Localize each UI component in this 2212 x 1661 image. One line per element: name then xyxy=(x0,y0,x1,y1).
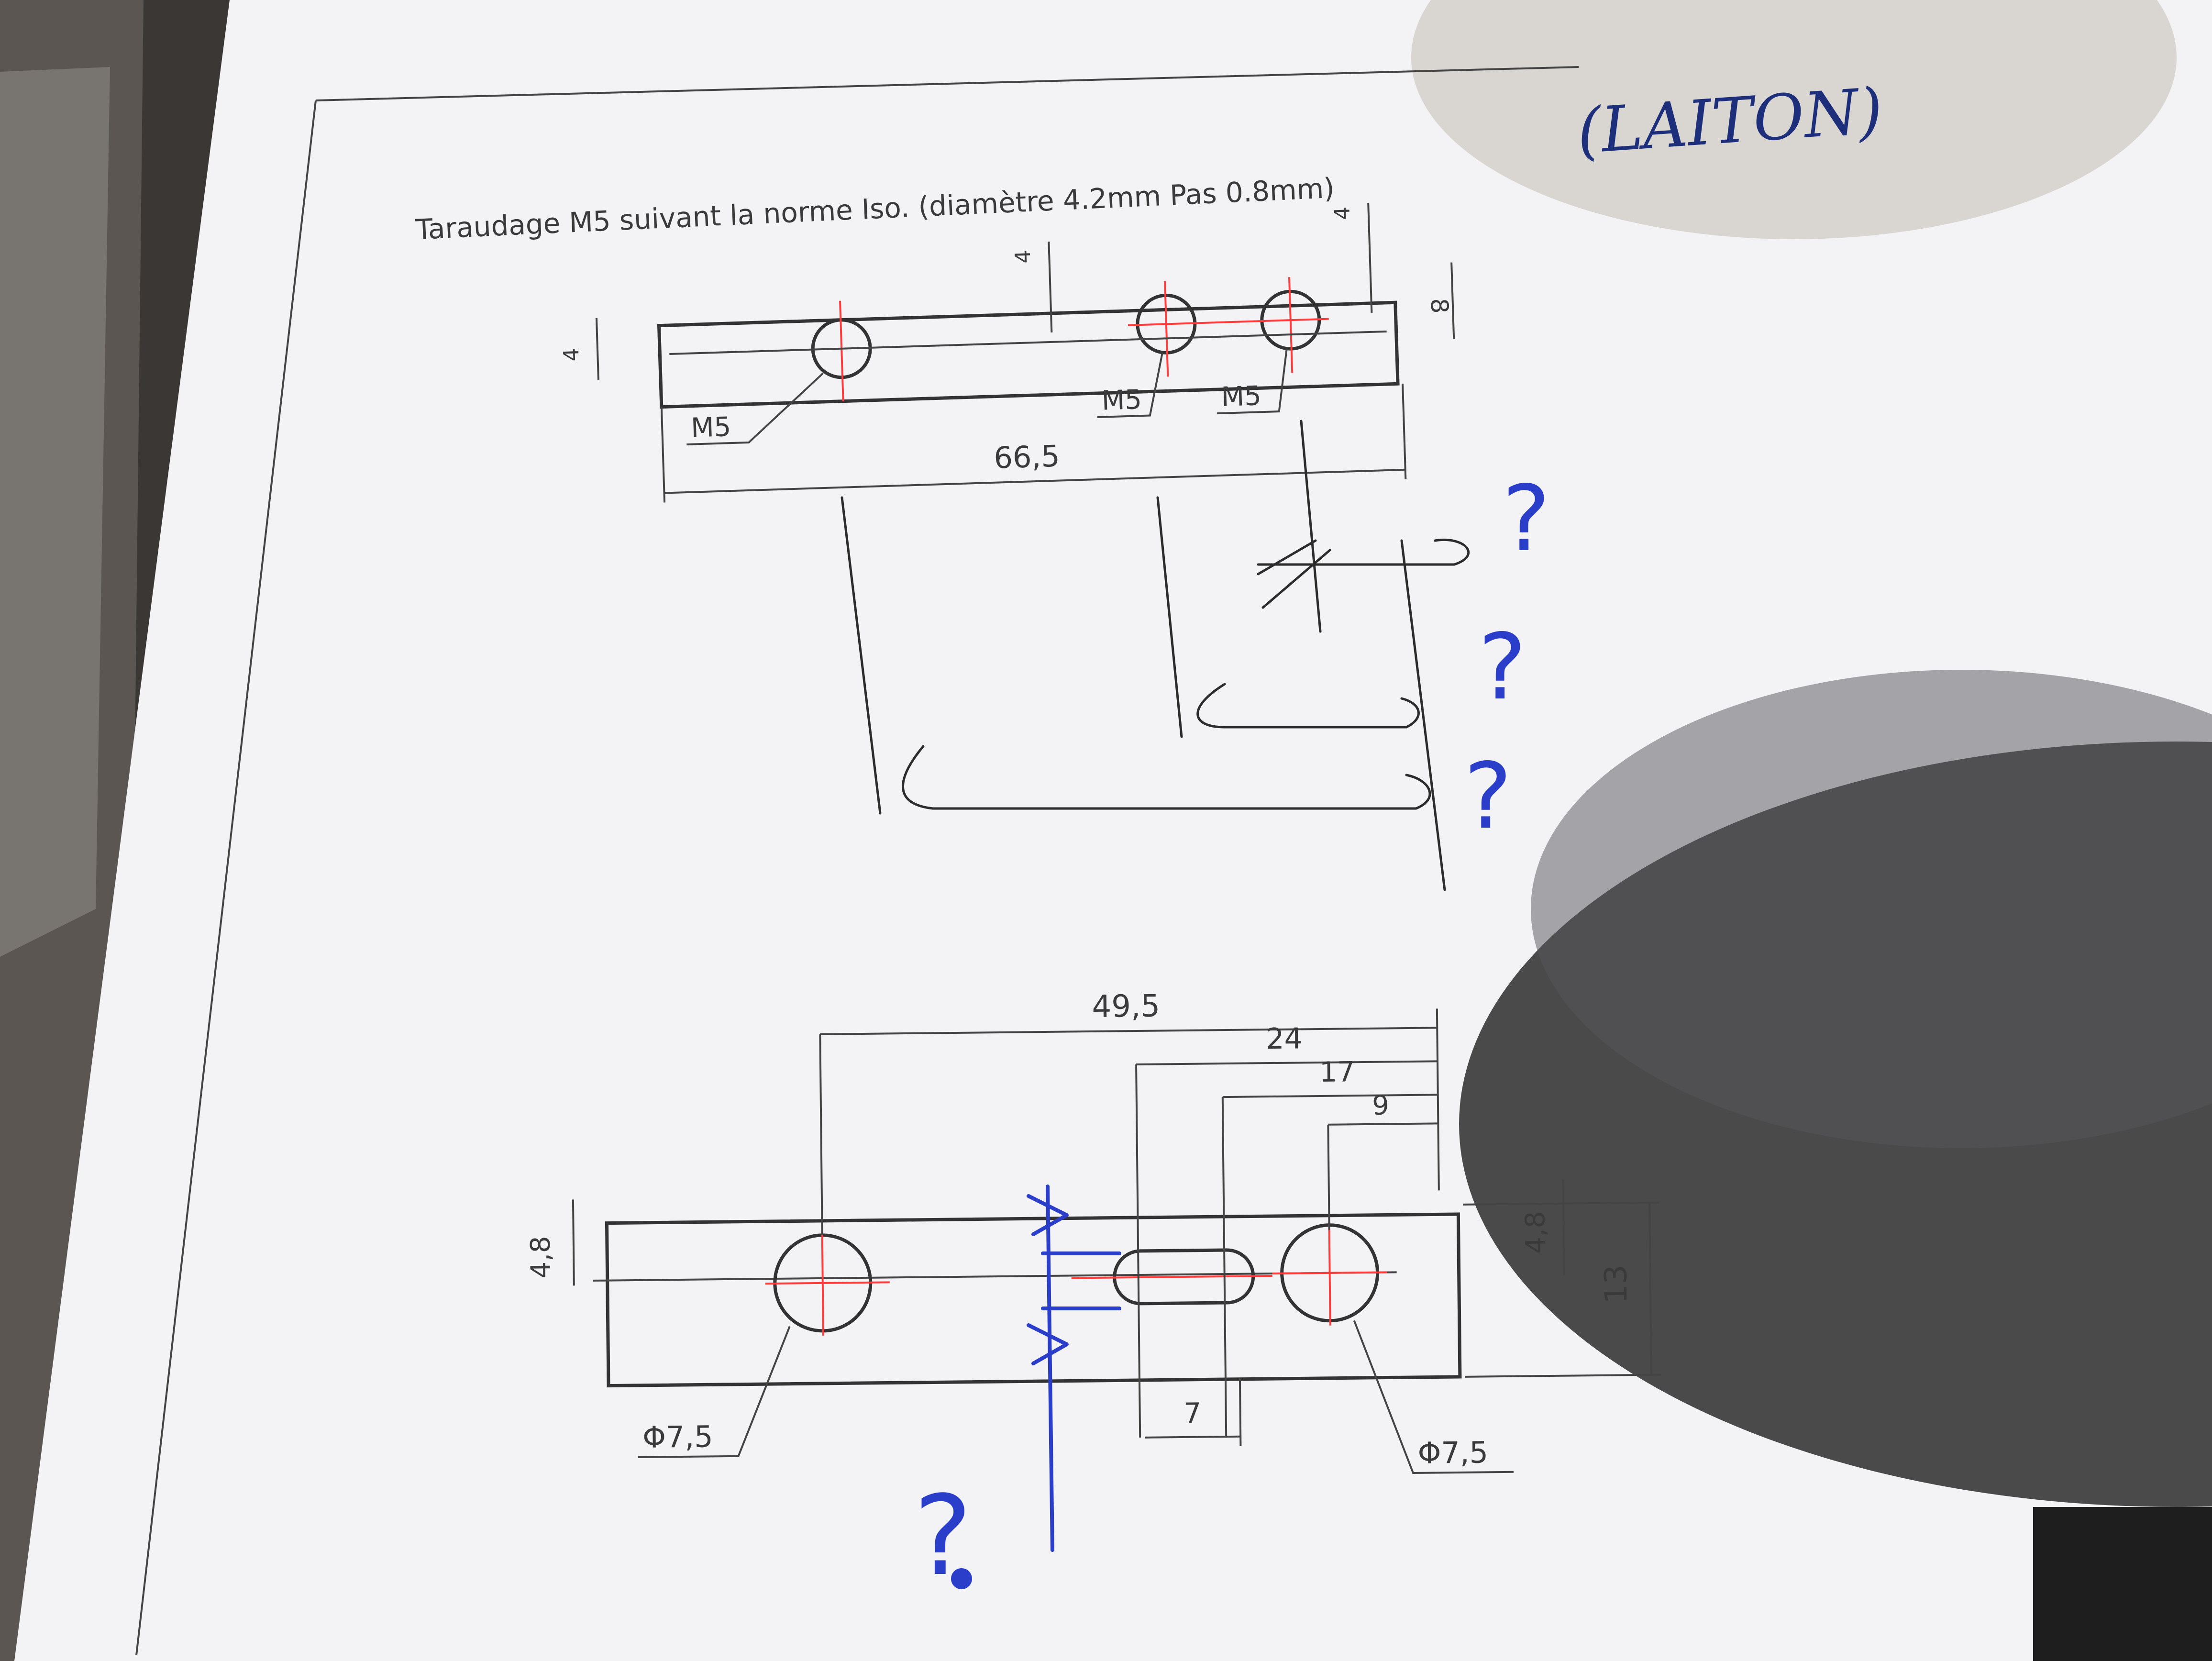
bottom-view-outline xyxy=(605,1212,1462,1388)
top-view: 66,5 8 4 4 4 M5 M5 M5 xyxy=(559,202,1455,503)
dim-line-9 xyxy=(1328,1122,1438,1126)
dim-line-8 xyxy=(1450,262,1455,339)
dim-ext-right-edge xyxy=(1436,1008,1440,1191)
sketch-line-2 xyxy=(1156,496,1183,738)
bottom-hole-left-v-axis xyxy=(821,1230,824,1336)
sketch-line-3 xyxy=(1300,420,1322,633)
sketch-arrow-long xyxy=(902,745,1431,810)
dim-9-label: 9 xyxy=(1372,1090,1389,1121)
dim-line-49-5 xyxy=(820,1027,1438,1035)
dim-line-66-5 xyxy=(664,468,1405,494)
thread-label-right: M5 xyxy=(1221,380,1262,413)
sketch-arrow-mid xyxy=(1196,683,1420,729)
pencil-sketch xyxy=(841,420,1470,891)
dim-line-13 xyxy=(1648,1202,1652,1375)
top-holes-centerline xyxy=(1128,318,1329,326)
question-mark-3: ? xyxy=(1464,743,1512,849)
dim-49-5-label: 49,5 xyxy=(1092,988,1160,1024)
dim-17-label: 17 xyxy=(1319,1055,1355,1088)
dim-4-right-label: 4 xyxy=(1330,206,1355,221)
thread-label-left: M5 xyxy=(690,411,731,444)
bottom-slot-axis xyxy=(1071,1275,1272,1279)
leader-m5-middle xyxy=(1097,353,1163,418)
dim-8-label: 8 xyxy=(1426,298,1454,314)
hand-shadow-corner xyxy=(2033,1507,2212,1661)
bottom-view: 49,5 24 17 9 4,8 4,8 13 7 Φ7,5 Φ7,5 xyxy=(525,988,1661,1474)
dim-line-4-8-right xyxy=(1562,1179,1565,1275)
dim-ext-17 xyxy=(1221,1097,1228,1437)
plastic-reflection xyxy=(0,67,110,957)
dim-66-5-label: 66,5 xyxy=(993,438,1060,475)
dim-24-label: 24 xyxy=(1266,1022,1303,1056)
dim-line-17 xyxy=(1222,1094,1438,1098)
thread-label-middle: M5 xyxy=(1101,384,1142,417)
dim-line-7 xyxy=(1145,1435,1241,1439)
dim-4-8-right-label: 4,8 xyxy=(1520,1211,1551,1254)
bottom-centerline xyxy=(593,1271,1397,1282)
top-view-outline xyxy=(657,300,1400,409)
dim-line-4-8-left xyxy=(572,1199,575,1286)
paper-shade-top xyxy=(1411,0,2177,239)
question-mark-1: ? xyxy=(1502,466,1550,572)
dim-line-4-left xyxy=(595,318,600,380)
dim-4-8-left-label: 4,8 xyxy=(525,1236,557,1279)
sketch-arrow-head xyxy=(1257,539,1331,609)
hole-diameter-left-label: Φ7,5 xyxy=(642,1419,713,1455)
dim-4-middle-label: 4 xyxy=(1011,250,1036,264)
bottom-hole-left-h-axis xyxy=(765,1281,890,1285)
dim-ext-left xyxy=(660,407,666,503)
leader-diameter-right xyxy=(1353,1320,1514,1474)
dim-ext-49-5 xyxy=(819,1034,823,1235)
blue-arrowheads xyxy=(1027,1194,1069,1365)
dim-7-label: 7 xyxy=(1183,1397,1202,1429)
top-hole-middle-axis xyxy=(1164,281,1169,377)
dim-line-24 xyxy=(1136,1060,1438,1065)
dim-ext-13-top xyxy=(1463,1201,1659,1206)
dim-ext-right xyxy=(1402,383,1407,479)
frame-left-line xyxy=(135,100,317,1656)
bottom-hole-right-v-axis xyxy=(1328,1220,1331,1326)
dim-4-left-label: 4 xyxy=(559,348,584,362)
leader-m5-left xyxy=(686,372,824,445)
sketch-line-4 xyxy=(1400,539,1446,891)
sketch-arrow-short xyxy=(1257,539,1470,566)
leader-m5-right xyxy=(1217,349,1288,415)
top-centerline xyxy=(669,330,1387,355)
blue-dot xyxy=(951,1568,972,1589)
frame-top-line xyxy=(315,66,1579,101)
blue-pen-annotation xyxy=(951,1185,1121,1589)
dim-13-label: 13 xyxy=(1598,1264,1634,1304)
leader-diameter-left xyxy=(638,1326,791,1458)
blue-vertical-line xyxy=(1046,1185,1054,1552)
hand-shadow-soft xyxy=(1531,670,2212,1148)
dim-ext-13-bottom xyxy=(1464,1373,1661,1378)
dim-ext-9 xyxy=(1327,1124,1330,1230)
top-hole-left-axis xyxy=(839,300,844,401)
dim-line-4-middle xyxy=(1048,241,1053,332)
question-mark-2: ? xyxy=(1478,614,1526,720)
sketch-line-1 xyxy=(841,496,882,815)
top-hole-right-axis xyxy=(1288,277,1294,373)
dim-ext-24 xyxy=(1135,1064,1141,1438)
hole-diameter-right-label: Φ7,5 xyxy=(1417,1435,1488,1471)
dim-line-4-right xyxy=(1367,202,1373,313)
